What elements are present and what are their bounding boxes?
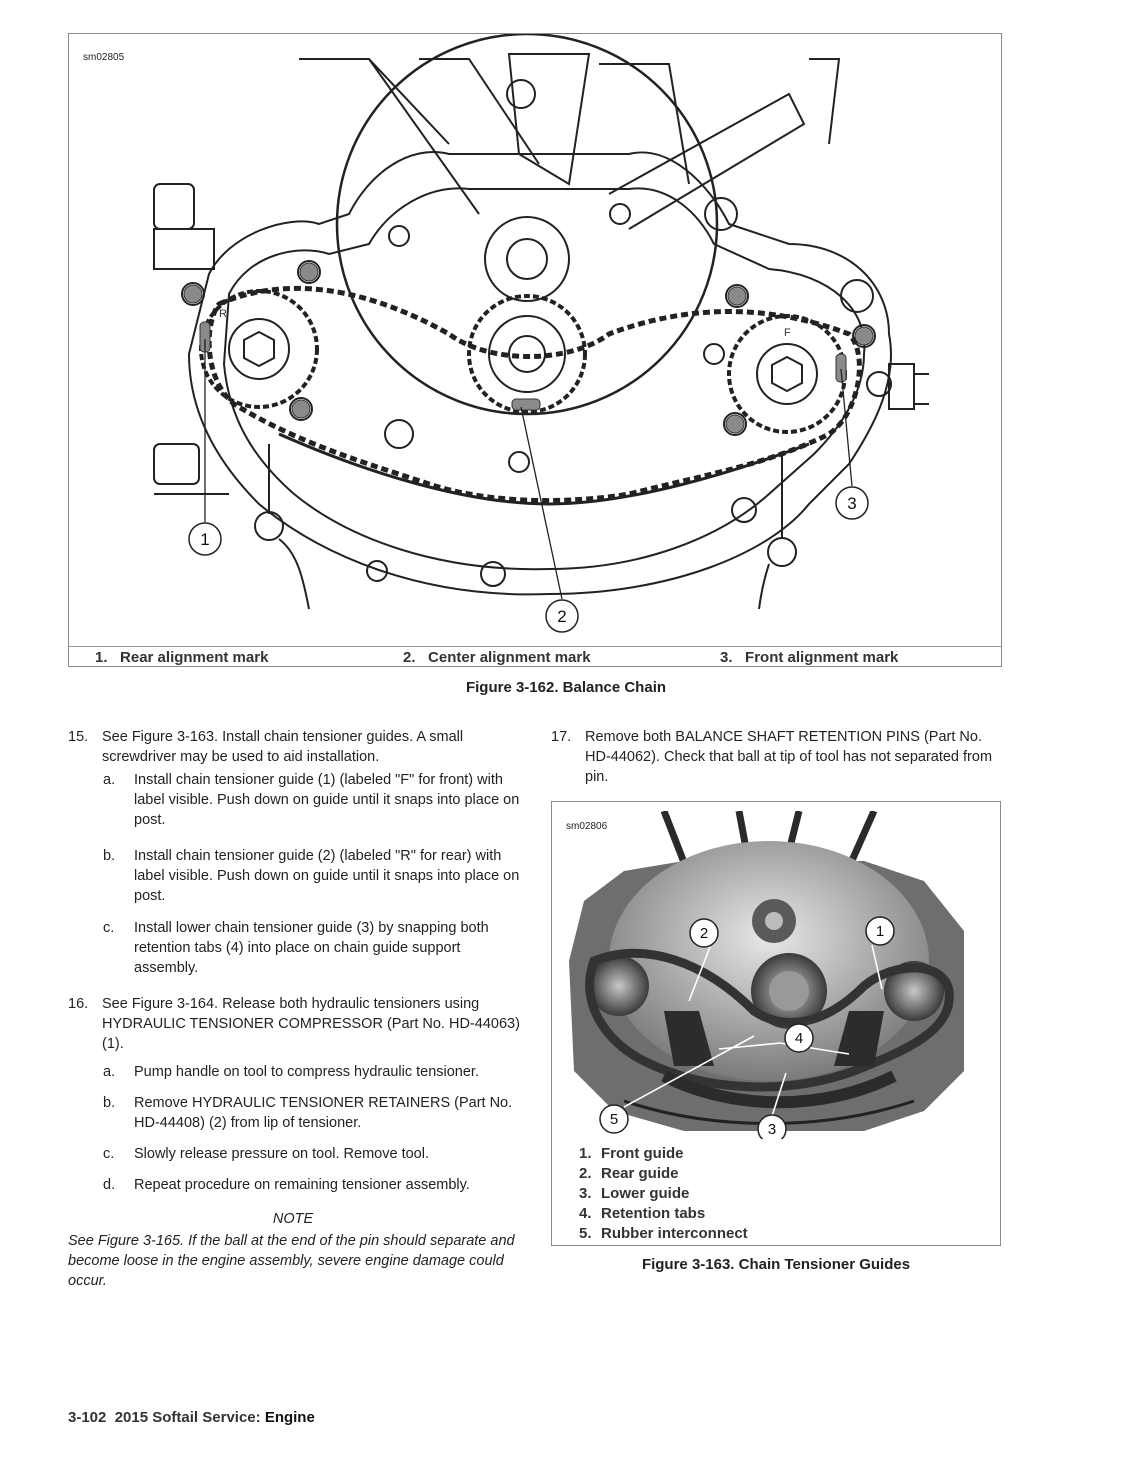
substep-letter: b. xyxy=(103,1095,116,1111)
legend-item-1: 1. Rear alignment mark xyxy=(95,649,268,666)
rear-guide-letter: R xyxy=(219,308,227,320)
legend-item-2: 2. Rear guide xyxy=(579,1164,748,1184)
callout-2: 2 xyxy=(700,925,708,942)
legend-num: 5. xyxy=(579,1225,592,1242)
note-heading: NOTE xyxy=(272,1211,314,1227)
figure-caption: Figure 3-163. Chain Tensioner Guides xyxy=(641,1256,911,1273)
legend-item-2: 2. Center alignment mark xyxy=(403,649,591,666)
legend-num: 3. xyxy=(579,1185,592,1202)
step-number: 17. xyxy=(551,729,572,745)
step-text: See Figure 3-164. Release both hydraulic… xyxy=(102,996,520,1052)
substep-text: Install chain tensioner guide (2) (label… xyxy=(134,848,520,904)
tensioner-guides-photo: 2 1 4 3 5 xyxy=(564,811,964,1139)
callout-1: 1 xyxy=(200,530,209,549)
legend-label: Center alignment mark xyxy=(428,649,591,666)
legend-label: Rubber interconnect xyxy=(601,1225,748,1242)
section-name: Engine xyxy=(264,1409,315,1426)
step-number: 16. xyxy=(68,996,89,1012)
legend-label: Lower guide xyxy=(601,1185,690,1202)
callout-1: 1 xyxy=(876,923,884,940)
legend-label: Retention tabs xyxy=(601,1205,706,1222)
figure-id: sm02806 xyxy=(566,821,608,832)
page-number: 3-102 xyxy=(68,1409,107,1426)
legend-label: Rear guide xyxy=(601,1165,679,1182)
step-text: Remove both BALANCE SHAFT RETENTION PINS… xyxy=(585,729,993,785)
substep-text: Repeat procedure on remaining tensioner … xyxy=(134,1177,470,1193)
callout-4: 4 xyxy=(795,1030,803,1047)
legend-num: 4. xyxy=(579,1205,592,1222)
step-text: See Figure 3-163. Install chain tensione… xyxy=(102,729,464,765)
callout-2: 2 xyxy=(557,607,566,626)
legend-num: 2. xyxy=(579,1165,592,1182)
substep-letter: c. xyxy=(103,920,115,936)
figure-caption: Figure 3-162. Balance Chain xyxy=(465,679,667,696)
legend-item-3: 3. Front alignment mark xyxy=(720,649,898,666)
substep-text: Remove HYDRAULIC TENSIONER RETAINERS (Pa… xyxy=(134,1095,513,1131)
substep-text: Install lower chain tensioner guide (3) … xyxy=(134,920,489,976)
note-text: See Figure 3-165. If the ball at the end… xyxy=(68,1233,515,1289)
callout-3: 3 xyxy=(768,1121,776,1138)
substep-letter: a. xyxy=(103,1064,116,1080)
figure-balance-chain: sm02805 xyxy=(68,33,1002,667)
substep-letter: c. xyxy=(103,1146,115,1162)
legend-num: 2. xyxy=(403,649,416,666)
figure-legend: 1. Rear alignment mark 2. Center alignme… xyxy=(69,646,1001,666)
substep-text: Pump handle on tool to compress hydrauli… xyxy=(134,1064,479,1080)
legend-item-5: 5. Rubber interconnect xyxy=(579,1224,748,1244)
page-footer: 3-102 2015 Softail Service: Engine xyxy=(68,1409,315,1426)
substep-letter: d. xyxy=(103,1177,116,1193)
figure-chain-tensioner-guides: 2 1 4 3 5 sm02806 1. Front guide 2. Rear g… xyxy=(551,801,1001,1246)
callout-3: 3 xyxy=(847,494,856,513)
substep-letter: b. xyxy=(103,848,116,864)
step-number: 15. xyxy=(68,729,89,745)
figure-legend: 1. Front guide 2. Rear guide 3. Lower guide… xyxy=(579,1144,748,1244)
figure-id: sm02805 xyxy=(83,52,125,63)
legend-item-3: 3. Lower guide xyxy=(579,1184,748,1204)
legend-label: Rear alignment mark xyxy=(120,649,269,666)
substep-letter: a. xyxy=(103,772,116,788)
manual-title: 2015 Softail Service: xyxy=(114,1409,261,1426)
legend-num: 3. xyxy=(720,649,733,666)
front-guide-letter: F xyxy=(784,327,791,339)
legend-num: 1. xyxy=(579,1145,592,1162)
callout-5: 5 xyxy=(610,1111,618,1128)
substep-text: Slowly release pressure on tool. Remove … xyxy=(134,1146,429,1162)
balance-chain-illustration: R F 1 2 3 xyxy=(153,34,929,633)
legend-item-1: 1. Front guide xyxy=(579,1144,748,1164)
legend-item-4: 4. Retention tabs xyxy=(579,1204,748,1224)
legend-label: Front guide xyxy=(601,1145,684,1162)
legend-label: Front alignment mark xyxy=(745,649,899,666)
substep-text: Install chain tensioner guide (1) (label… xyxy=(134,772,520,828)
legend-num: 1. xyxy=(95,649,108,666)
